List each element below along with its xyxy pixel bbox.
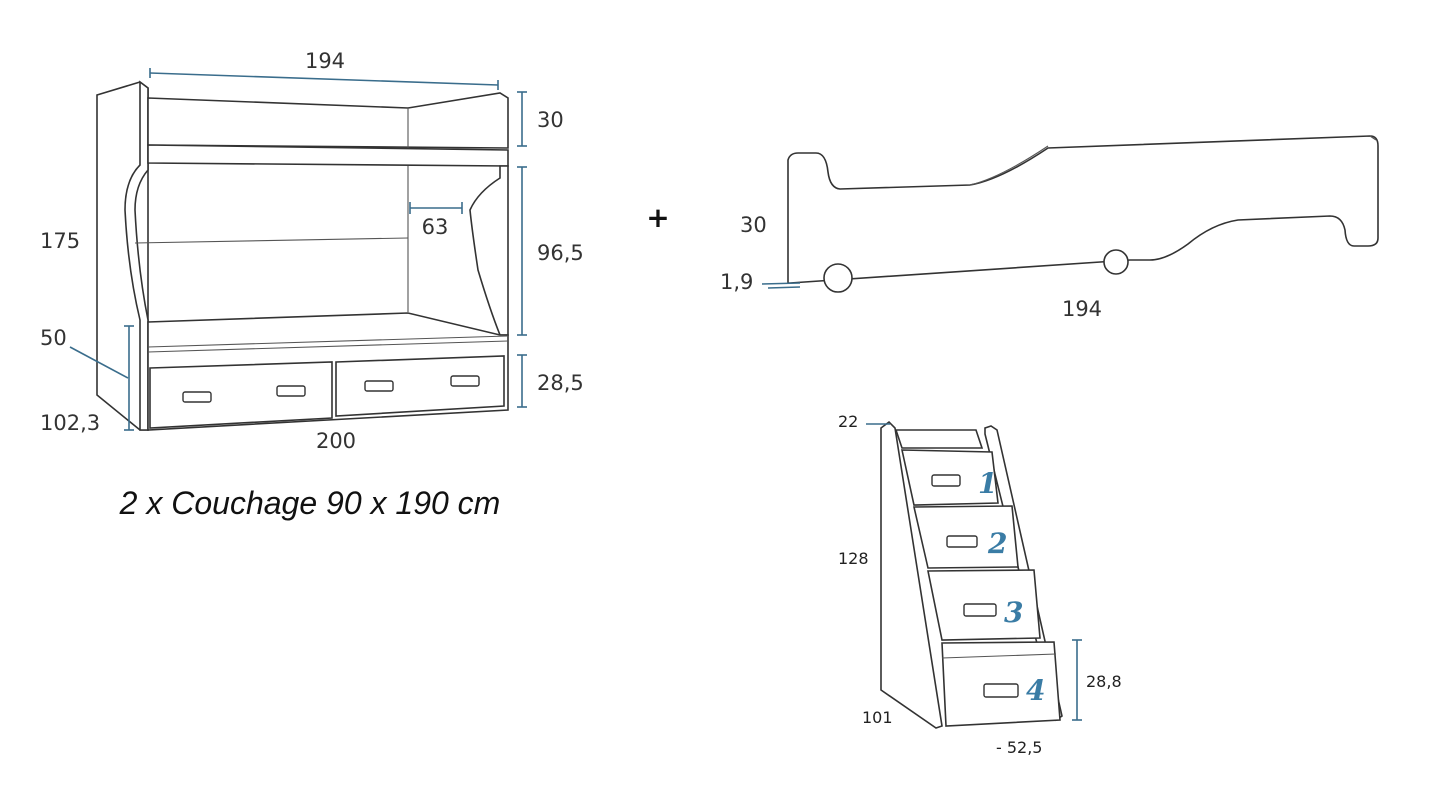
leader-line-50 (69, 346, 129, 379)
stair-drawer-handle (931, 474, 961, 487)
drawer-handle (276, 385, 306, 397)
step-number-2: 2 (987, 527, 1007, 560)
dim-stairs-drawer-height: 28,8 (1086, 672, 1122, 691)
dim-trundle-length: 194 (1062, 297, 1102, 321)
dim-inner-gap: 63 (422, 215, 449, 239)
dim-line-width-top (149, 72, 499, 86)
bunk-bed-right-frame (469, 165, 509, 336)
drawer-handle (182, 391, 212, 403)
dim-width-top: 194 (305, 49, 345, 73)
step-number-4: 4 (1026, 674, 1045, 707)
stair-drawer-handle (963, 603, 997, 617)
dim-stairs-height: 128 (838, 549, 869, 568)
bunk-bed-drawing: 194 30 96,5 63 175 50 102,3 28,5 200 2 x… (40, 49, 584, 521)
dim-upper-clearance: 96,5 (537, 241, 584, 265)
dim-base-height: 102,3 (40, 411, 100, 435)
dim-side-label: 50 (40, 326, 67, 350)
trundle-wheel (823, 263, 853, 293)
stair-drawer-handle (946, 535, 978, 548)
bunk-bed-top-rail (147, 92, 509, 149)
dim-trundle-height: 30 (740, 213, 767, 237)
dim-top-guard: 30 (537, 108, 564, 132)
bunk-bed-caption: 2 x Couchage 90 x 190 cm (119, 485, 501, 521)
trundle-drawing: 30 1,9 194 (720, 135, 1379, 321)
leader-line-wheel-gap (761, 282, 801, 285)
plus-sign: + (646, 201, 669, 234)
dim-stairs-top-depth: 22 (838, 412, 858, 431)
stair-drawer-handle (983, 683, 1019, 698)
stairs-drawing: 1 2 3 4 22 128 28,8 101 - 52,5 (838, 412, 1122, 757)
dim-length-bottom: 200 (316, 429, 356, 453)
drawer-handle (364, 380, 394, 392)
dim-drawer-height: 28,5 (537, 371, 584, 395)
step-number-3: 3 (1004, 596, 1023, 629)
step-number-1: 1 (978, 467, 997, 500)
drawer-handle (450, 375, 480, 387)
trundle-panel (787, 135, 1379, 284)
dim-stairs-depth: 101 (862, 708, 893, 727)
dim-stairs-width: - 52,5 (996, 738, 1042, 757)
trundle-wheel (1103, 249, 1129, 275)
dim-total-height: 175 (40, 229, 80, 253)
bunk-bed-drawer-right (335, 355, 505, 417)
dim-wheel-gap: 1,9 (720, 270, 753, 294)
bunk-bed-drawer-left (149, 361, 333, 429)
stairs-side-panel (880, 420, 943, 729)
